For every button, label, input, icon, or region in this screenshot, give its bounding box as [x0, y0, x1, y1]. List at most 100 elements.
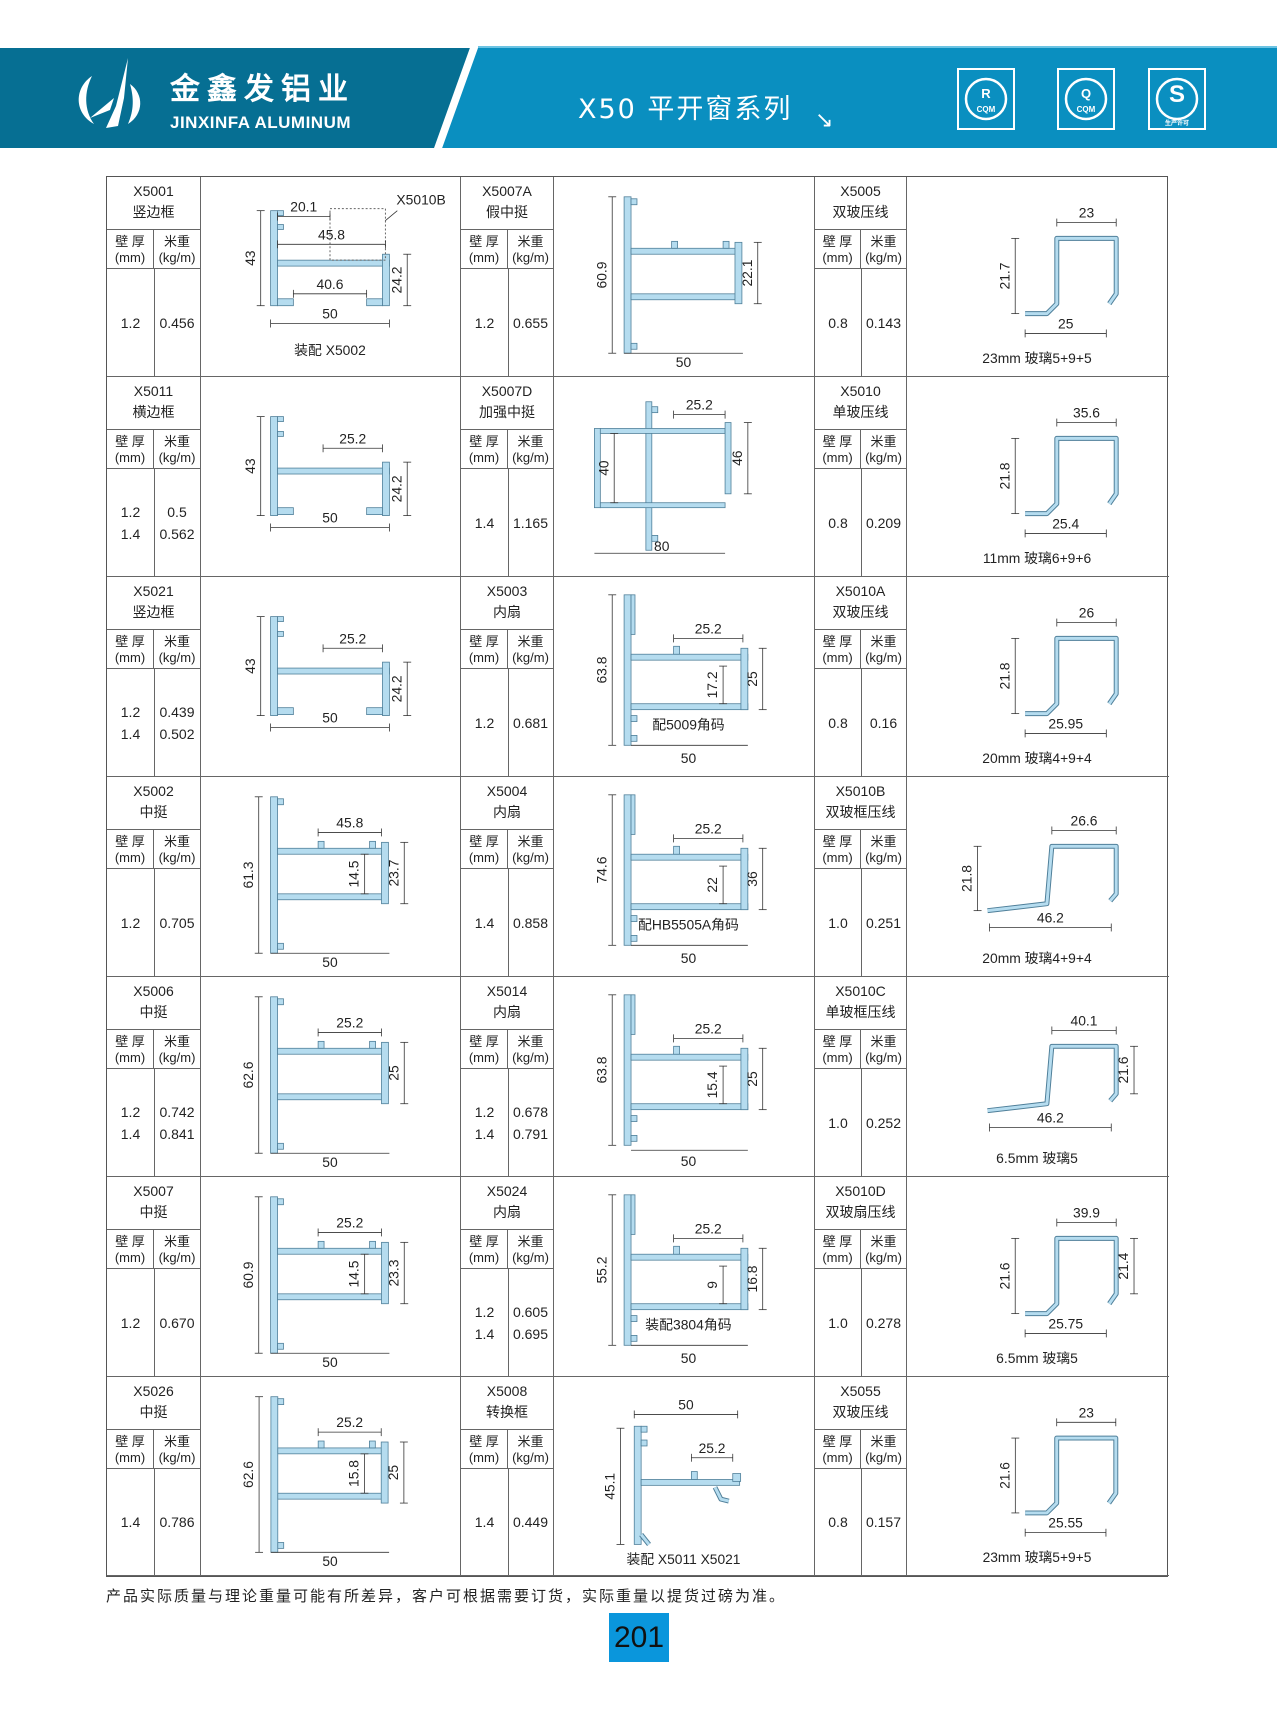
weight-unit: (kg/m) — [158, 650, 196, 665]
profile-section — [270, 996, 278, 1154]
dimension-label: 50 — [322, 306, 338, 322]
profile-section — [630, 915, 638, 922]
thickness-unit: (mm) — [468, 1050, 500, 1065]
weight-values: 1.165 — [508, 469, 553, 576]
dimension-label: 50 — [322, 1154, 338, 1170]
thickness-unit: (mm) — [114, 850, 146, 865]
profile-code: X5001 — [133, 183, 174, 199]
profile-section — [630, 903, 749, 911]
dimension-label: 50 — [322, 710, 338, 726]
dimension-label: 23 — [1079, 1405, 1095, 1420]
weight-unit: (kg/m) — [865, 1450, 902, 1465]
dimension-label: 25.2 — [695, 820, 722, 836]
weight-unit: (kg/m) — [512, 1450, 549, 1465]
profile-section — [369, 1440, 376, 1449]
thickness-unit: (mm) — [114, 650, 146, 665]
weight-value: 0.157 — [865, 1514, 902, 1530]
profile-section — [623, 594, 632, 746]
profile-name: 竖边框 — [132, 604, 175, 620]
profile-section — [277, 847, 388, 855]
weight-value: 0.678 — [512, 1103, 549, 1120]
weight-label-text: 米重 — [163, 234, 190, 249]
thickness-unit: (mm) — [114, 1450, 146, 1465]
weight-label-text: 米重 — [163, 634, 190, 649]
profile-section — [623, 1194, 632, 1346]
profile-section — [270, 1196, 278, 1354]
profile-section — [277, 942, 284, 950]
header-top-line — [478, 46, 1277, 48]
profile-code: X5024 — [486, 1183, 528, 1199]
profile-section — [382, 661, 390, 716]
thickness-value: 0.8 — [828, 314, 848, 331]
thickness-label: 壁 厚(mm) — [815, 830, 861, 869]
dimension-label: 50 — [322, 1554, 338, 1569]
thickness-values: 0.8 — [815, 469, 862, 576]
weight-value: 0.449 — [512, 1514, 549, 1530]
profile-section — [277, 259, 390, 267]
profile-section — [690, 1471, 698, 1480]
profile-fill — [1025, 436, 1118, 516]
dimension-label: 61.3 — [240, 861, 256, 888]
profile-section — [630, 935, 638, 942]
profile-section — [732, 1473, 742, 1482]
profile-section — [270, 1396, 279, 1553]
thickness-values: 1.4 — [107, 1469, 155, 1575]
thickness-value: 1.4 — [474, 914, 495, 931]
thickness-values: 1.2 — [107, 1269, 155, 1376]
profile-section — [599, 502, 726, 509]
thickness-label: 壁 厚(mm) — [815, 1430, 861, 1469]
dimension-label: 50 — [676, 354, 692, 370]
dimension-label: 25.4 — [1052, 515, 1079, 531]
thickness-label: 壁 厚(mm) — [107, 430, 154, 469]
profile-section — [724, 422, 732, 495]
profile-section — [630, 1303, 749, 1311]
thickness-value: 1.0 — [828, 914, 848, 931]
profile-section — [277, 616, 284, 622]
dimension-label: 21.7 — [996, 262, 1012, 289]
thickness-label-text: 壁 厚 — [822, 834, 853, 849]
thickness-unit: (mm) — [468, 450, 500, 465]
dimension-label: 25 — [1058, 315, 1074, 331]
cert-text: CQM — [1077, 105, 1096, 114]
profile-section — [277, 631, 284, 637]
thickness-unit: (mm) — [822, 1250, 853, 1265]
dimension-label: 40.1 — [1071, 1013, 1098, 1029]
thickness-unit: (mm) — [822, 250, 853, 265]
thickness-values: 1.2 — [107, 269, 155, 376]
thickness-value: 1.2 — [120, 1103, 141, 1120]
weight-value: 0.143 — [865, 314, 902, 331]
weight-value: 0.681 — [512, 714, 549, 731]
weight-unit: (kg/m) — [158, 1250, 196, 1265]
weight-label: 米重(kg/m) — [508, 1230, 553, 1269]
thickness-unit: (mm) — [114, 450, 146, 465]
dimension-label: 25.95 — [1048, 715, 1083, 731]
glass-spec-note: 11mm 玻璃6+9+6 — [983, 550, 1092, 566]
profile-section — [270, 210, 278, 307]
weight-label-text: 米重 — [870, 834, 897, 849]
cert-letter: R — [981, 86, 991, 101]
assembly-outline — [329, 208, 386, 261]
dimension-label: 55.2 — [593, 1256, 609, 1283]
thickness-value: 0.8 — [828, 514, 848, 531]
thickness-label: 壁 厚(mm) — [815, 630, 861, 669]
profile-section — [740, 1047, 749, 1111]
dimension-label: 21.8 — [959, 865, 975, 892]
profile-code: X5010 — [840, 383, 881, 399]
weight-label-text: 米重 — [163, 1034, 190, 1049]
dimension-label: 50 — [322, 1354, 338, 1370]
assembly-note: 装配 X5002 — [294, 342, 366, 358]
